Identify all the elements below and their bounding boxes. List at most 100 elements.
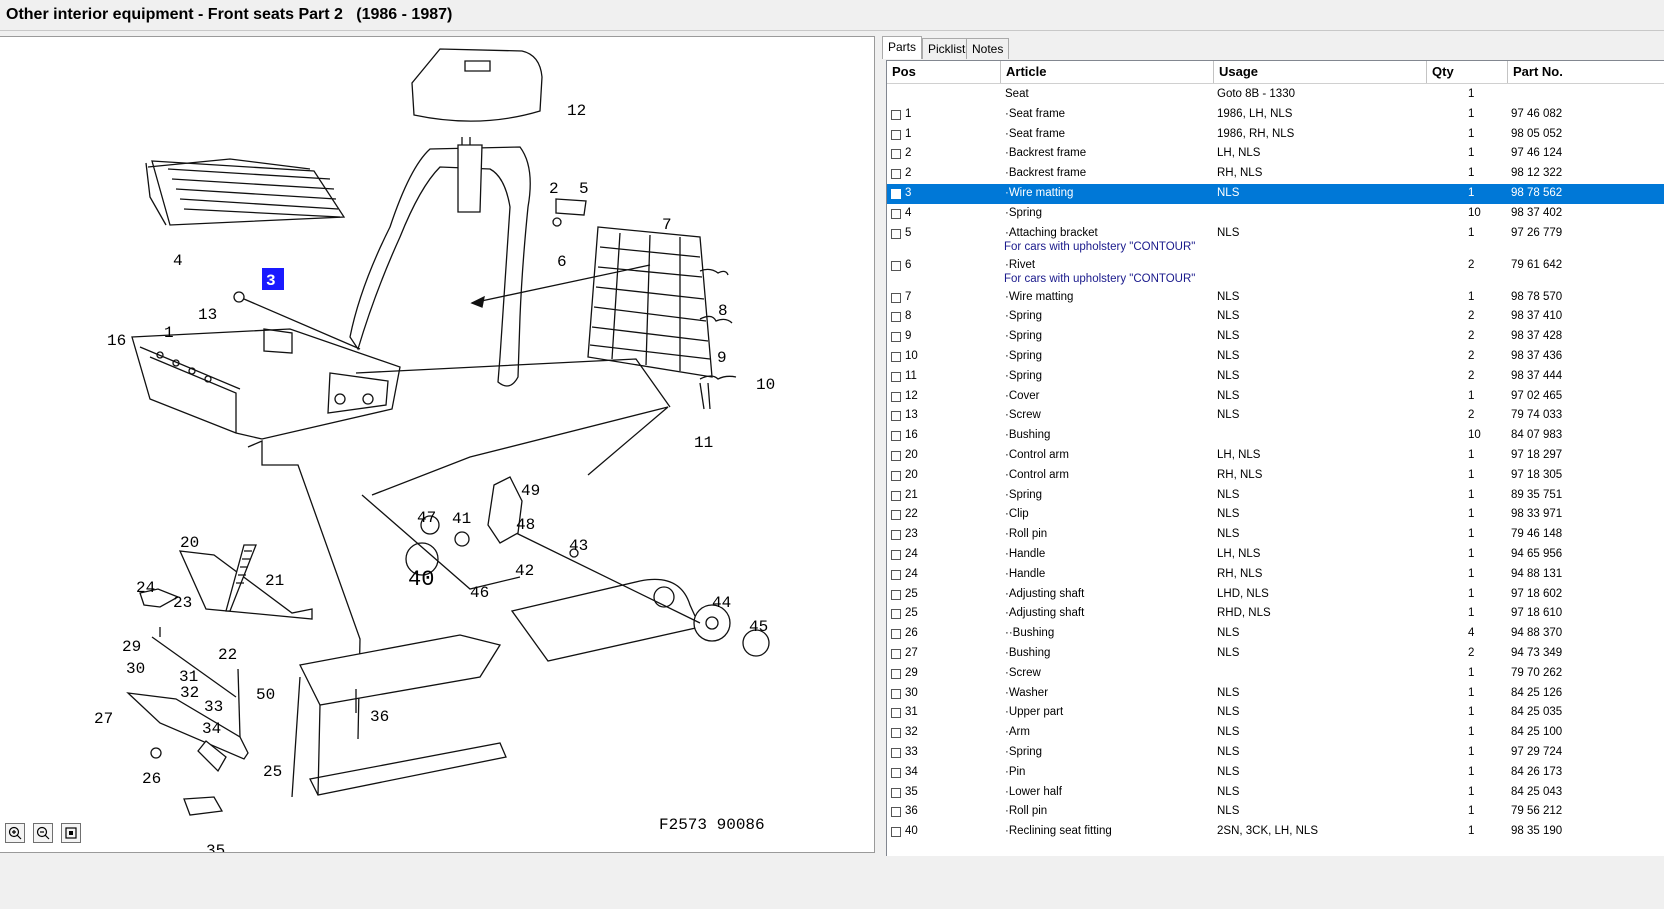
callout-30[interactable]: 30 bbox=[126, 660, 145, 678]
row-checkbox[interactable] bbox=[891, 827, 901, 838]
row-checkbox[interactable] bbox=[891, 129, 901, 140]
row-checkbox[interactable] bbox=[891, 431, 901, 442]
row-checkbox[interactable] bbox=[891, 352, 901, 362]
callout-45[interactable]: 45 bbox=[749, 618, 768, 636]
callout-31[interactable]: 31 bbox=[179, 668, 198, 686]
row-checkbox[interactable] bbox=[891, 668, 901, 679]
zoom-out-button[interactable] bbox=[33, 823, 53, 843]
column-header-qty[interactable]: Qty bbox=[1427, 61, 1508, 83]
fit-page-button[interactable] bbox=[61, 823, 81, 843]
callout-13[interactable]: 13 bbox=[198, 306, 217, 324]
callout-6[interactable]: 6 bbox=[557, 253, 567, 271]
callout-47[interactable]: 47 bbox=[417, 509, 436, 527]
callout-49[interactable]: 49 bbox=[521, 482, 540, 500]
row-checkbox[interactable] bbox=[891, 411, 901, 422]
row-checkbox[interactable] bbox=[891, 109, 901, 120]
row-checkbox[interactable] bbox=[891, 629, 901, 640]
row-checkbox[interactable] bbox=[891, 767, 901, 778]
tab-parts[interactable]: Parts bbox=[882, 36, 923, 59]
row-checkbox[interactable] bbox=[891, 371, 901, 382]
row-checkbox[interactable] bbox=[891, 728, 901, 739]
callout-3[interactable]: 3 bbox=[266, 272, 276, 290]
row-checkbox[interactable] bbox=[891, 312, 901, 323]
row-checkbox[interactable] bbox=[891, 688, 901, 699]
row-checkbox[interactable] bbox=[891, 391, 901, 402]
row-checkbox[interactable] bbox=[891, 490, 901, 501]
callout-12[interactable]: 12 bbox=[567, 102, 586, 120]
row-checkbox[interactable] bbox=[891, 451, 901, 461]
callout-32[interactable]: 32 bbox=[180, 684, 199, 702]
row-checkbox[interactable] bbox=[891, 208, 901, 219]
column-header-article[interactable]: Article bbox=[1001, 61, 1214, 83]
callout-40[interactable]: 40 bbox=[408, 567, 434, 592]
row-checkbox[interactable] bbox=[891, 807, 901, 818]
row-checkbox[interactable] bbox=[891, 470, 901, 481]
callout-9[interactable]: 9 bbox=[717, 349, 727, 367]
callout-29[interactable]: 29 bbox=[122, 638, 141, 656]
row-checkbox[interactable] bbox=[891, 169, 901, 180]
callout-25[interactable]: 25 bbox=[263, 763, 282, 781]
callout-27[interactable]: 27 bbox=[94, 710, 113, 728]
callout-5[interactable]: 5 bbox=[579, 180, 589, 198]
callout-46[interactable]: 46 bbox=[470, 584, 489, 602]
column-header-pos[interactable]: Pos bbox=[887, 61, 1001, 83]
callout-7[interactable]: 7 bbox=[662, 216, 672, 234]
callout-24[interactable]: 24 bbox=[136, 579, 155, 597]
callout-35[interactable]: 35 bbox=[206, 842, 225, 852]
tab-notes[interactable]: Notes bbox=[966, 38, 1010, 59]
row-checkbox[interactable] bbox=[891, 649, 901, 659]
callout-26[interactable]: 26 bbox=[142, 770, 161, 788]
callout-8[interactable]: 8 bbox=[718, 302, 728, 320]
row-checkbox[interactable] bbox=[891, 260, 901, 271]
row-checkbox[interactable] bbox=[891, 609, 901, 620]
callout-22[interactable]: 22 bbox=[218, 646, 237, 664]
row-checkbox[interactable] bbox=[891, 708, 901, 719]
tab-picklist[interactable]: Picklist bbox=[922, 38, 972, 59]
row-checkbox[interactable] bbox=[891, 228, 901, 239]
row-checkbox[interactable] bbox=[891, 530, 901, 541]
row-checkbox[interactable] bbox=[891, 510, 901, 521]
callout-43[interactable]: 43 bbox=[569, 537, 588, 555]
callout-2[interactable]: 2 bbox=[549, 180, 559, 198]
row-checkbox[interactable] bbox=[891, 332, 901, 343]
callout-20[interactable]: 20 bbox=[180, 534, 199, 552]
row-checkbox[interactable] bbox=[891, 787, 901, 798]
zoom-in-button[interactable] bbox=[5, 823, 25, 843]
row-checkbox[interactable] bbox=[891, 589, 901, 600]
callout-50[interactable]: 50 bbox=[256, 686, 275, 704]
callout-36[interactable]: 36 bbox=[370, 708, 389, 726]
callout-34[interactable]: 34 bbox=[202, 720, 221, 738]
row-checkbox[interactable] bbox=[891, 189, 901, 199]
